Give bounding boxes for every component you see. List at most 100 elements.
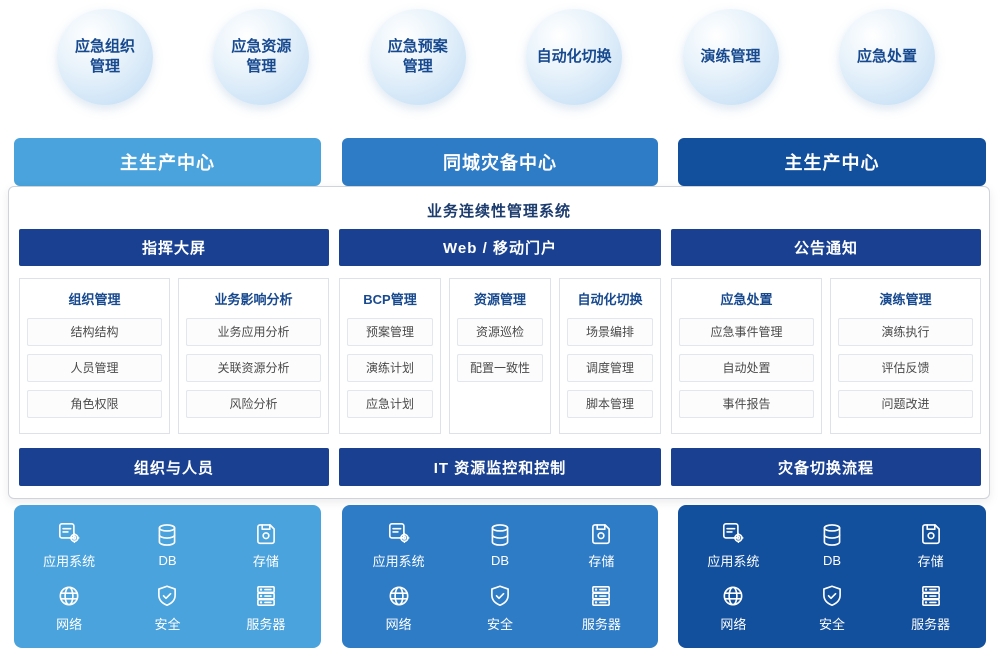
bubble-label: 应急资源 管理 — [231, 37, 292, 75]
infra-item-security: 安全 — [783, 577, 882, 641]
card-row: BCP管理 预案管理 演练计划 应急计划 资源管理 资源巡检 配置一致性 自动化… — [339, 278, 661, 434]
database-icon — [487, 522, 513, 548]
infra-label: 服务器 — [246, 617, 286, 633]
infra-label: DB — [490, 552, 510, 568]
card-business-impact-analysis: 业务影响分析 业务应用分析 关联资源分析 风险分析 — [178, 278, 329, 434]
network-icon — [386, 583, 412, 609]
card-item: 角色权限 — [27, 390, 162, 418]
card-row: 应急处置 应急事件管理 自动处置 事件报告 演练管理 演练执行 评估反馈 问题改… — [671, 278, 981, 434]
infra-label: 安全 — [154, 617, 181, 633]
bubble-label: 自动化切换 — [536, 47, 612, 65]
infra-label: 网络 — [385, 617, 412, 633]
card-item: 演练计划 — [347, 354, 433, 382]
portal-bar-command-screen: 指挥大屏 — [19, 229, 329, 266]
capability-bubble-row: 应急组织 管理 应急资源 管理 应急预案 管理 自动化切换 演练管理 应急处置 — [57, 9, 935, 105]
infra-label: 应用系统 — [372, 553, 425, 569]
section-command-screen: 指挥大屏 组织管理 结构结构 人员管理 角色权限 业务影响分析 业务应用分析 关… — [19, 229, 329, 486]
server-icon — [253, 583, 279, 609]
card-title: 自动化切换 — [577, 292, 643, 307]
card-item: 人员管理 — [27, 354, 162, 382]
app-system-icon — [720, 520, 746, 546]
bubble-emergency-resource-mgmt: 应急资源 管理 — [213, 9, 310, 105]
card-item: 业务应用分析 — [186, 318, 321, 346]
bubble-label: 应急组织 管理 — [74, 37, 135, 75]
infra-item-app-system: 应用系统 — [348, 513, 449, 577]
infra-label: 服务器 — [911, 617, 951, 633]
card-item: 事件报告 — [679, 390, 814, 418]
infra-item-db: DB — [449, 513, 550, 577]
panel-grid: 指挥大屏 组织管理 结构结构 人员管理 角色权限 业务影响分析 业务应用分析 关… — [19, 229, 981, 486]
infra-item-db: DB — [783, 513, 882, 577]
network-icon — [720, 583, 746, 609]
card-drill-mgmt: 演练管理 演练执行 评估反馈 问题改进 — [830, 278, 981, 434]
network-icon — [56, 583, 82, 609]
center-bar-primary-production-1: 主生产中心 — [14, 138, 321, 186]
bubble-drill-mgmt: 演练管理 — [682, 9, 779, 105]
infra-item-server: 服务器 — [217, 577, 315, 641]
card-item: 评估反馈 — [838, 354, 973, 382]
center-bar-same-city-dr: 同城灾备中心 — [342, 138, 658, 186]
server-icon — [588, 583, 614, 609]
infra-label: 应用系统 — [43, 553, 96, 569]
card-item: 资源巡检 — [457, 318, 543, 346]
portal-bar-announcement: 公告通知 — [671, 229, 981, 266]
infra-label: 安全 — [486, 617, 513, 633]
infra-item-security: 安全 — [449, 577, 550, 641]
card-item: 应急计划 — [347, 390, 433, 418]
database-icon — [154, 522, 180, 548]
app-system-icon — [386, 520, 412, 546]
infra-panel-primary-2: 应用系统 DB 存储 网络 安全 服务器 — [678, 505, 986, 648]
bubble-label: 应急预案 管理 — [387, 37, 448, 75]
infra-panel-primary-1: 应用系统 DB 存储 网络 安全 服务器 — [14, 505, 321, 648]
card-emergency-response: 应急处置 应急事件管理 自动处置 事件报告 — [671, 278, 822, 434]
card-title: 应急处置 — [720, 292, 773, 307]
card-row: 组织管理 结构结构 人员管理 角色权限 业务影响分析 业务应用分析 关联资源分析… — [19, 278, 329, 434]
card-item: 问题改进 — [838, 390, 973, 418]
infra-item-server: 服务器 — [551, 577, 652, 641]
card-item: 脚本管理 — [567, 390, 653, 418]
infra-item-storage: 存储 — [551, 513, 652, 577]
bubble-emergency-org-mgmt: 应急组织 管理 — [57, 9, 153, 105]
app-system-icon — [56, 520, 82, 546]
shield-icon — [154, 583, 180, 609]
shield-icon — [487, 583, 513, 609]
center-bar-primary-production-2: 主生产中心 — [678, 138, 986, 186]
card-item: 关联资源分析 — [186, 354, 321, 382]
card-title: 演练管理 — [879, 292, 932, 307]
infra-label: DB — [822, 552, 842, 568]
card-auto-switch: 自动化切换 场景编排 调度管理 脚本管理 — [559, 278, 661, 434]
server-icon — [918, 583, 944, 609]
infra-item-network: 网络 — [684, 577, 783, 641]
infra-panel-dr: 应用系统 DB 存储 网络 安全 服务器 — [342, 505, 658, 648]
infra-item-db: DB — [118, 513, 216, 577]
infra-label: 安全 — [818, 617, 845, 633]
card-item: 预案管理 — [347, 318, 433, 346]
bubble-emergency-plan-mgmt: 应急预案 管理 — [369, 9, 466, 105]
portal-bar-web-mobile: Web / 移动门户 — [339, 229, 661, 266]
infra-label: 网络 — [720, 617, 747, 633]
card-title: 业务影响分析 — [214, 292, 293, 307]
storage-icon — [588, 520, 614, 546]
card-title: 资源管理 — [473, 292, 526, 307]
infra-item-storage: 存储 — [217, 513, 315, 577]
card-title: BCP管理 — [363, 292, 417, 307]
card-item: 风险分析 — [186, 390, 321, 418]
card-item: 演练执行 — [838, 318, 973, 346]
infra-label: 服务器 — [581, 617, 621, 633]
storage-icon — [253, 520, 279, 546]
card-item: 结构结构 — [27, 318, 162, 346]
infra-item-app-system: 应用系统 — [20, 513, 118, 577]
infra-item-security: 安全 — [118, 577, 216, 641]
card-item: 自动处置 — [679, 354, 814, 382]
card-item: 应急事件管理 — [679, 318, 814, 346]
infra-label: DB — [158, 552, 177, 568]
infra-label: 应用系统 — [707, 553, 760, 569]
section-web-mobile-portal: Web / 移动门户 BCP管理 预案管理 演练计划 应急计划 资源管理 资源巡… — [339, 229, 661, 486]
storage-icon — [918, 520, 944, 546]
bottom-bar-dr-switch-process: 灾备切换流程 — [671, 448, 981, 486]
card-bcp-mgmt: BCP管理 预案管理 演练计划 应急计划 — [339, 278, 441, 434]
bubble-emergency-response: 应急处置 — [838, 9, 935, 105]
panel-title: 业务连续性管理系统 — [426, 203, 571, 220]
infra-item-network: 网络 — [348, 577, 449, 641]
